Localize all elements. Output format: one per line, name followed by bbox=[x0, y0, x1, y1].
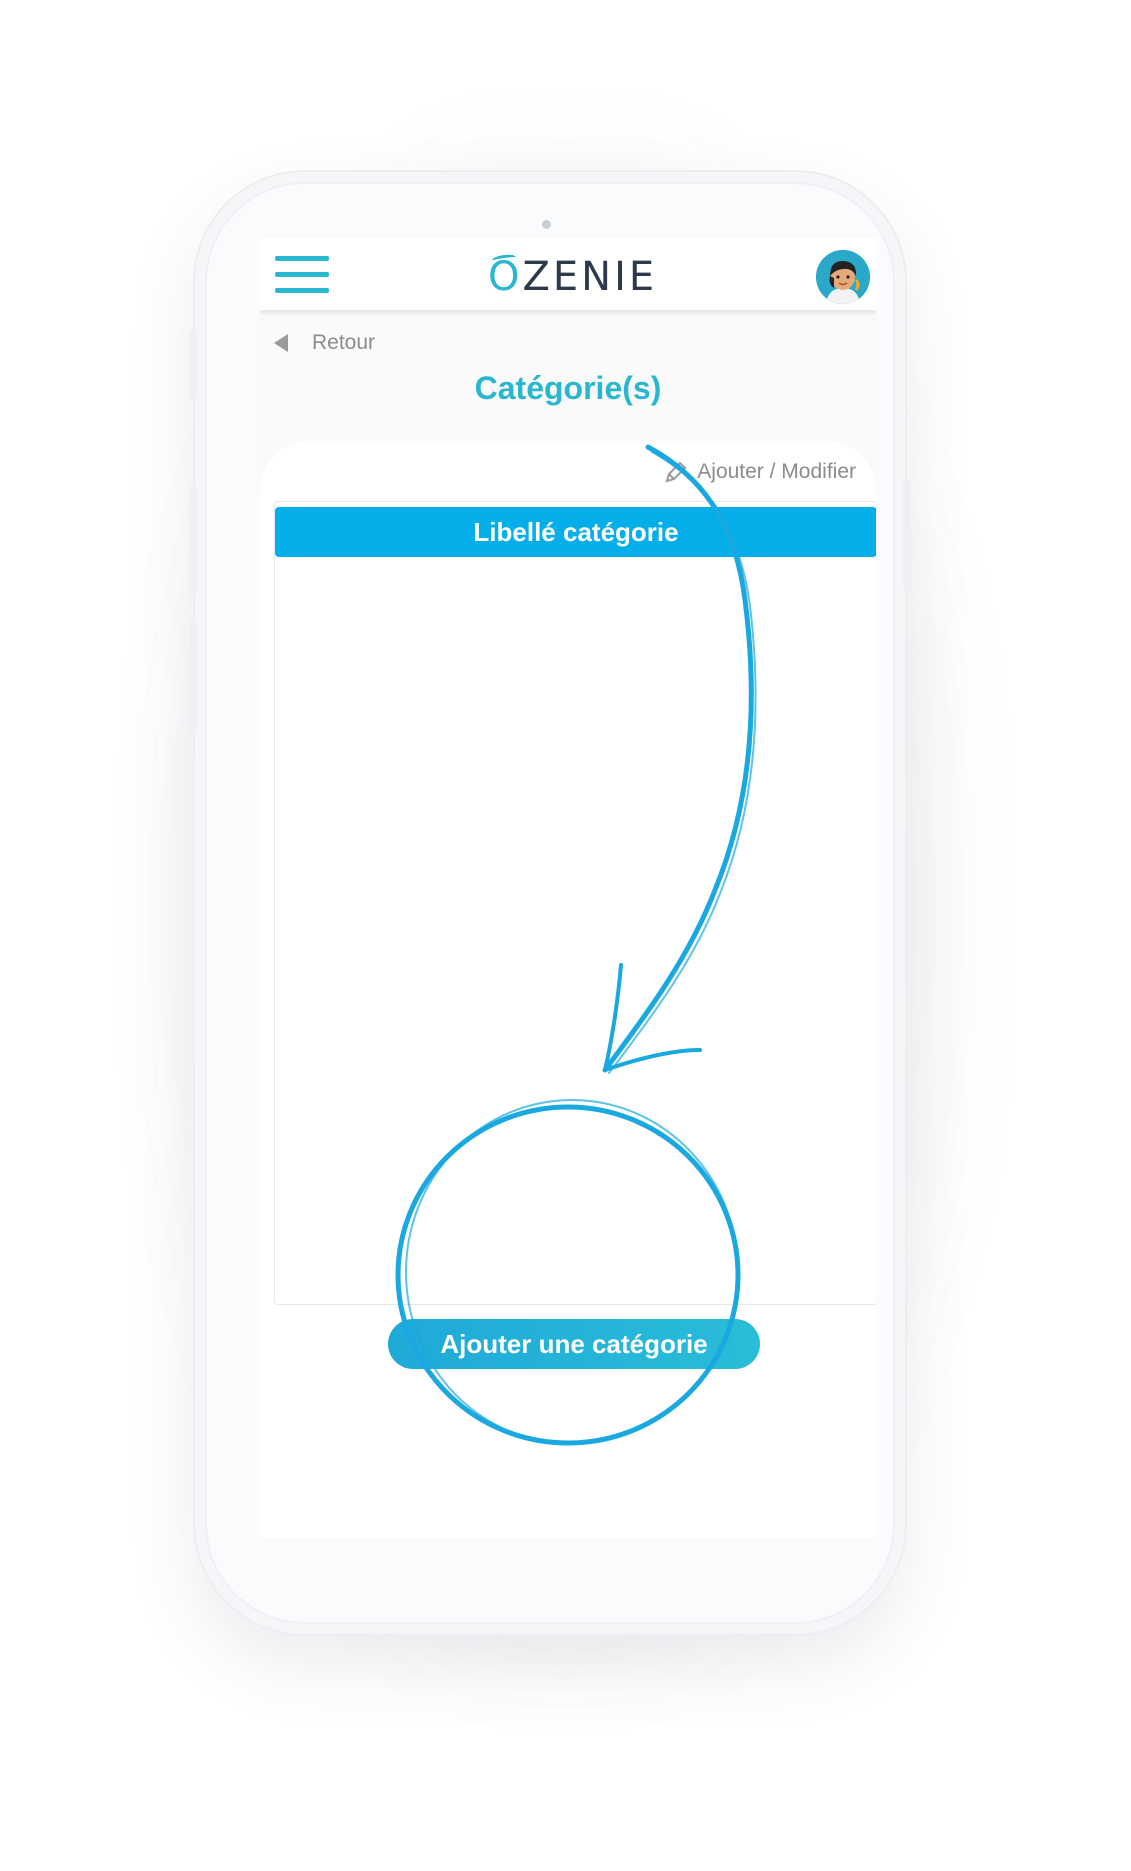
phone-side-button bbox=[189, 330, 197, 400]
table-header-category-label[interactable]: Libellé catégorie bbox=[275, 507, 876, 557]
app-logo: OZENIE bbox=[488, 252, 657, 302]
avatar[interactable] bbox=[816, 250, 870, 304]
add-modify-label: Ajouter / Modifier bbox=[697, 460, 856, 483]
phone-side-button bbox=[903, 480, 911, 590]
camera-dot bbox=[542, 220, 551, 229]
back-arrow-icon bbox=[274, 334, 288, 352]
add-category-button[interactable]: Ajouter une catégorie bbox=[388, 1319, 760, 1369]
phone-side-button bbox=[189, 485, 197, 595]
pencil-icon bbox=[665, 461, 687, 483]
app-header: OZENIE bbox=[260, 238, 876, 310]
category-table: Libellé catégorie bbox=[274, 501, 876, 1305]
phone-side-button bbox=[189, 620, 197, 730]
page-title: Catégorie(s) bbox=[474, 370, 662, 406]
logo-text: ZENIE bbox=[522, 254, 658, 300]
avatar-illustration bbox=[816, 250, 870, 304]
hamburger-icon[interactable] bbox=[275, 254, 329, 296]
phone-screen: OZENIE Retour Catégorie(s) bbox=[260, 238, 876, 1538]
back-link[interactable]: Retour bbox=[274, 328, 375, 358]
content-card: Ajouter / Modifier Libellé catégorie Ajo… bbox=[260, 441, 876, 1538]
back-label: Retour bbox=[312, 331, 376, 354]
add-modify-link[interactable]: Ajouter / Modifier bbox=[663, 459, 856, 485]
logo-o: O bbox=[488, 254, 523, 300]
